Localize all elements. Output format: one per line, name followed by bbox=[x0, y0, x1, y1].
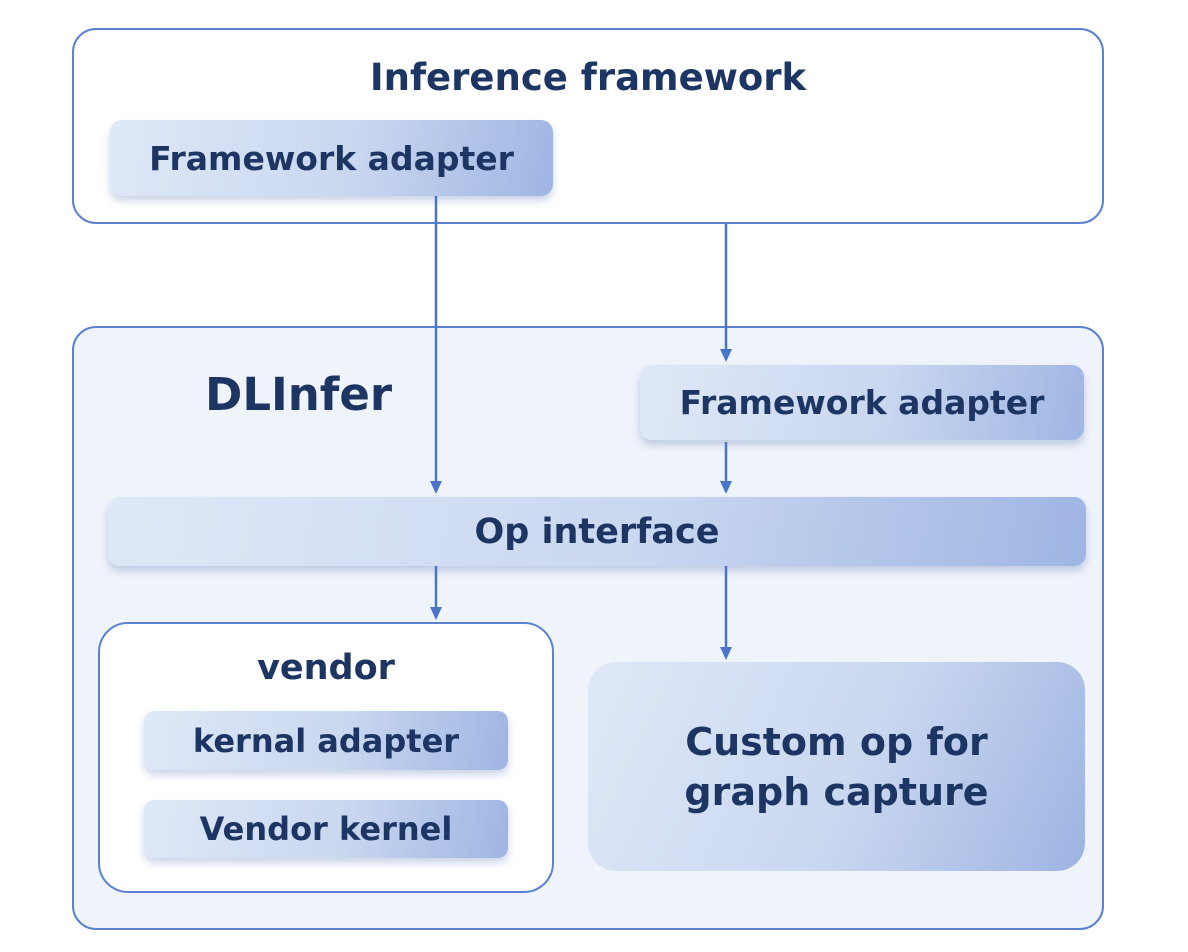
custom-op-label: Custom op for graph capture bbox=[684, 719, 989, 814]
op-interface-label: Op interface bbox=[474, 511, 720, 552]
framework-adapter-top-label: Framework adapter bbox=[149, 138, 514, 178]
custom-op-box: Custom op for graph capture bbox=[588, 662, 1085, 871]
inference-framework-title: Inference framework bbox=[369, 56, 807, 99]
arrow-op-interface-to-custom-op bbox=[720, 566, 732, 660]
framework-adapter-dlinfer-label: Framework adapter bbox=[679, 383, 1045, 422]
arrow-framework-to-dlinfer-adapter bbox=[720, 224, 732, 362]
kernel-adapter-label: kernal adapter bbox=[192, 721, 460, 760]
op-interface: Op interface bbox=[108, 497, 1086, 566]
framework-adapter-top: Framework adapter bbox=[110, 120, 553, 196]
kernel-adapter: kernal adapter bbox=[144, 711, 508, 770]
framework-adapter-dlinfer: Framework adapter bbox=[640, 365, 1084, 440]
dlinfer-title: DLInfer bbox=[205, 368, 393, 421]
vendor-title: vendor bbox=[257, 648, 395, 688]
vendor-kernel-label: Vendor kernel bbox=[199, 810, 453, 848]
arrow-op-interface-to-vendor bbox=[430, 566, 442, 620]
arrow-dlinfer-adapter-to-op-interface bbox=[720, 442, 732, 494]
arrow-adapter-to-op-interface bbox=[430, 196, 442, 494]
vendor-kernel: Vendor kernel bbox=[144, 800, 508, 858]
